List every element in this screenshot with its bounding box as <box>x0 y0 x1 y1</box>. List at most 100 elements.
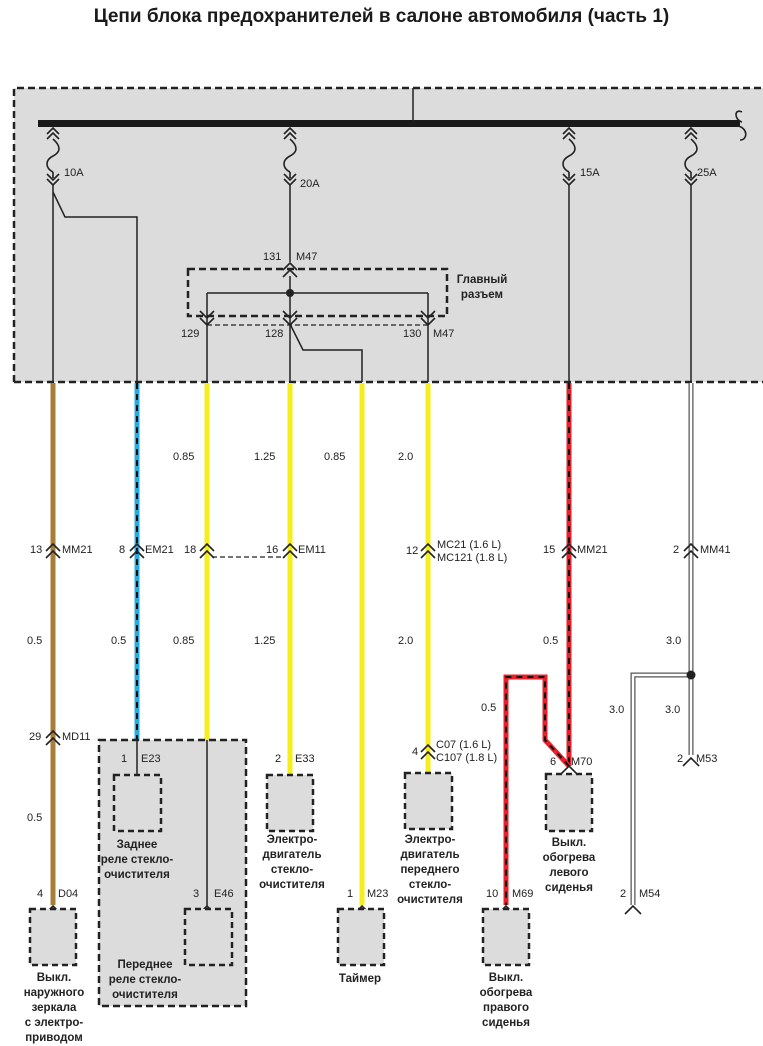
svg-text:очистителя: очистителя <box>112 989 178 1001</box>
timer-label: Таймер <box>339 973 381 985</box>
connector-name: MM21 <box>62 544 93 556</box>
wire-white-branch-inner <box>631 673 691 905</box>
connector-name: M54 <box>639 888 660 900</box>
svg-text:очистителя: очистителя <box>104 869 170 881</box>
connector-name: M47 <box>296 251 317 263</box>
connector-name: MD11 <box>62 731 91 743</box>
connector-pin: 128 <box>265 328 283 340</box>
wiper-motor-label: Электро- двигатель стекло- очистителя <box>259 834 325 891</box>
main-connector-box <box>186 267 449 318</box>
splice-dot <box>286 289 294 297</box>
rear-relay-label: Заднее реле стекло- очистителя <box>101 839 174 881</box>
connector-name: M53 <box>696 753 717 765</box>
wire-gauge: 2.0 <box>398 635 413 647</box>
wire-gauge: 3.0 <box>666 635 681 647</box>
power-bus-bar <box>38 120 740 127</box>
main-connector-label: разъем <box>461 289 503 301</box>
fuse-rating: 25A <box>697 167 717 179</box>
wire-internal-10a <box>52 185 138 382</box>
rear-relay-box <box>112 773 163 833</box>
connector-pin: 4 <box>412 746 418 758</box>
fuse-rating: 10A <box>64 167 84 179</box>
wire-white-branch <box>630 672 691 905</box>
svg-text:Выкл.: Выкл. <box>489 972 524 984</box>
connector-name-alt: C107 (1.8 L) <box>436 752 497 764</box>
connector-name: E33 <box>295 753 315 765</box>
connector-pin: 2 <box>620 888 626 900</box>
svg-text:реле стекло-: реле стекло- <box>109 974 182 986</box>
main-connector-label: Главный <box>457 274 508 286</box>
svg-text:приводом: приводом <box>25 1032 83 1044</box>
svg-text:стекло-: стекло- <box>409 879 451 891</box>
front-wiper-motor-box <box>403 771 454 831</box>
wire-gauge: 0.85 <box>173 451 194 463</box>
connector-pin: 1 <box>121 753 127 765</box>
svg-text:Электро-: Электро- <box>267 834 318 846</box>
connector-pin: 3 <box>193 888 199 900</box>
wire-gauge: 1.25 <box>254 635 275 647</box>
connector-pin: 10 <box>486 888 498 900</box>
connector-name: M23 <box>367 888 388 900</box>
wire-gauge: 1.25 <box>254 451 275 463</box>
svg-text:обогрева: обогрева <box>480 987 533 999</box>
svg-text:переднего: переднего <box>400 864 459 876</box>
timer-box <box>336 907 386 967</box>
svg-text:Заднее: Заднее <box>117 839 158 851</box>
front-relay-box <box>183 907 234 967</box>
connector-name: M47 <box>433 328 454 340</box>
svg-text:Выкл.: Выкл. <box>37 972 72 984</box>
wire-red-branch-stripe <box>505 676 570 905</box>
wire-gauge: 3.0 <box>609 704 624 716</box>
wire-gauge: 0.5 <box>27 812 42 824</box>
connector-pin: 129 <box>181 328 199 340</box>
wire-gauge: 0.5 <box>111 635 126 647</box>
connector-pin: 18 <box>184 544 196 556</box>
svg-text:сиденья: сиденья <box>545 882 593 894</box>
connector-name: D04 <box>58 888 78 900</box>
pin-m54 <box>624 905 642 915</box>
connector-pin: 130 <box>403 328 421 340</box>
connector-name: EM11 <box>298 544 326 556</box>
front-wiper-motor-label: Электро- двигатель переднего стекло- очи… <box>397 834 463 906</box>
connector-name: MM41 <box>700 544 731 556</box>
fuse-rating: 15A <box>580 167 600 179</box>
svg-text:Переднее: Переднее <box>117 959 172 971</box>
svg-text:с электро-: с электро- <box>25 1017 84 1029</box>
right-seat-switch-box <box>481 907 531 967</box>
left-seat-switch-label: Выкл. обогрева левого сиденья <box>543 837 596 894</box>
bus-continuation-icon <box>735 110 747 141</box>
connector-pin: 1 <box>347 888 353 900</box>
svg-text:очистителя: очистителя <box>259 879 325 891</box>
fuse-rating: 20A <box>300 178 320 190</box>
connector-pin: 2 <box>673 544 679 556</box>
svg-text:зеркала: зеркала <box>32 1002 77 1014</box>
svg-text:Выкл.: Выкл. <box>552 837 587 849</box>
connector-name: M69 <box>512 888 533 900</box>
svg-text:сиденья: сиденья <box>482 1017 530 1029</box>
connector-name: E23 <box>141 753 161 765</box>
diagram-title: Цепи блока предохранителей в салоне авто… <box>93 6 670 27</box>
wire-gauge: 0.85 <box>324 451 345 463</box>
connector-pin: 131 <box>263 251 281 263</box>
front-relay-label: Переднее реле стекло- очистителя <box>109 959 182 1001</box>
mirror-switch-label: Выкл. наружного зеркала с электро- приво… <box>24 972 85 1044</box>
wire-gauge: 3.0 <box>665 704 680 716</box>
svg-text:левого: левого <box>549 867 588 879</box>
connector-name: E46 <box>214 888 234 900</box>
connector-name: MM21 <box>577 544 608 556</box>
svg-text:стекло-: стекло- <box>271 864 313 876</box>
svg-text:Электро-: Электро- <box>405 834 456 846</box>
connector-pin: 15 <box>543 544 555 556</box>
connector-name: EM21 <box>145 544 174 556</box>
wiper-motor-box <box>265 773 315 833</box>
connector-name: M70 <box>571 756 592 768</box>
main-connector-splice <box>206 276 429 382</box>
connector-pin: 16 <box>266 544 278 556</box>
connector-name-alt: MC121 (1.8 L) <box>437 552 507 564</box>
connector-pin: 4 <box>37 888 43 900</box>
right-seat-switch-label: Выкл. обогрева правого сиденья <box>480 972 533 1029</box>
svg-text:реле стекло-: реле стекло- <box>101 854 174 866</box>
wire-gauge: 0.5 <box>27 635 42 647</box>
left-seat-switch-box <box>544 772 594 833</box>
